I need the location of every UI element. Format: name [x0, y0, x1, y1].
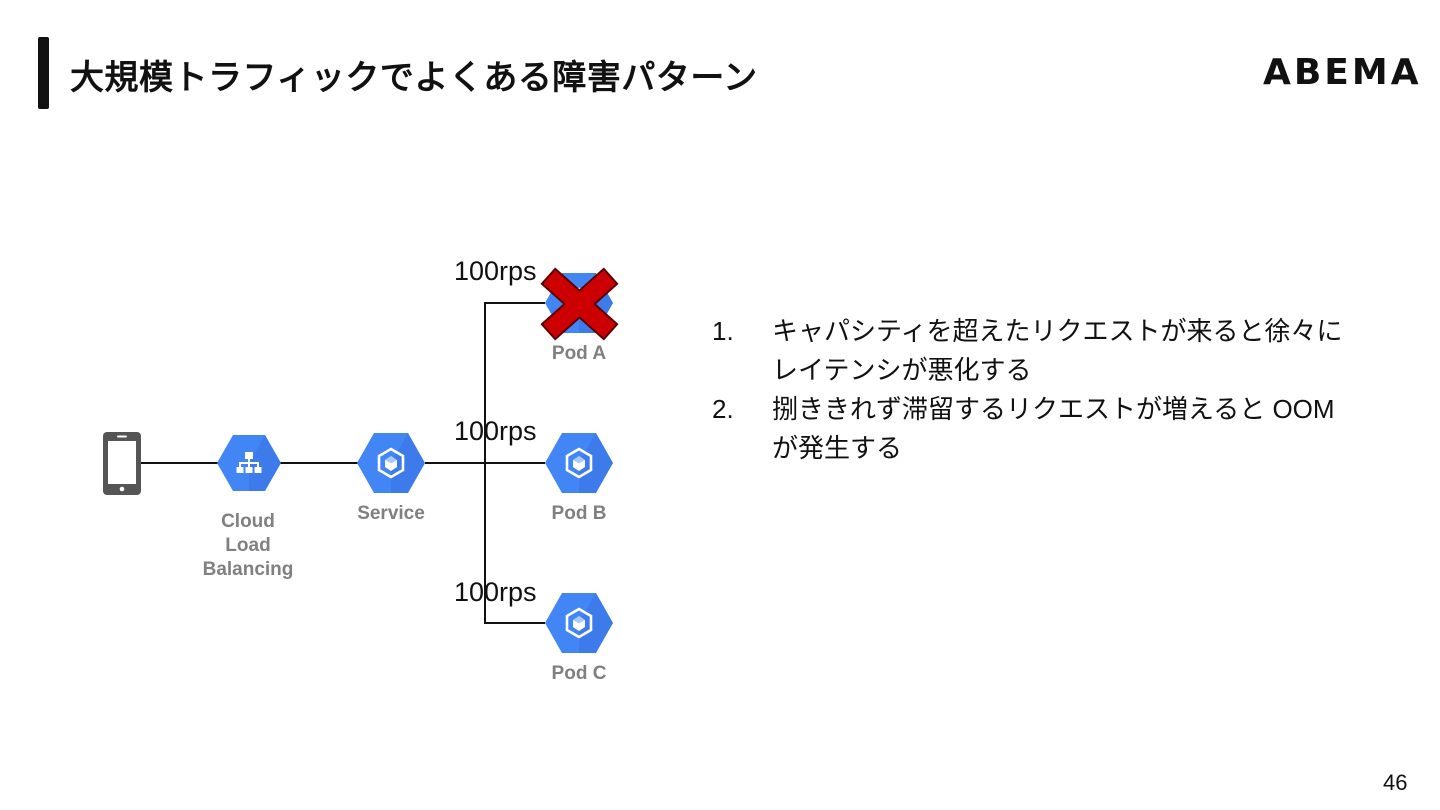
red-x-icon [540, 267, 619, 341]
pod-b-kubernetes-icon [545, 433, 613, 493]
node-label-lb-line-1: Cloud [221, 511, 275, 532]
edge-service-pod-a [484, 302, 545, 463]
failure-pattern-list: 1. キャパシティを超えたリクエストが来ると徐々にレイテンシが悪化する 2. 捌… [712, 312, 1352, 468]
list-item-text: キャパシティを超えたリクエストが来ると徐々にレイテンシが悪化する [772, 316, 1343, 385]
edge-service-pod-c [484, 463, 545, 624]
logo-mark-icon: » [1406, 58, 1411, 67]
service-kubernetes-icon [357, 433, 425, 493]
pod-c-kubernetes-icon [545, 593, 613, 653]
list-item: 2. 捌ききれず滞留するリクエストが増えると OOM が発生する [712, 390, 1352, 468]
title-accent-bar [38, 37, 49, 109]
node-label-pod-c: Pod C [551, 663, 607, 684]
list-item-number: 1. [712, 316, 734, 346]
edge-label-pod-a: 100rps [454, 256, 537, 286]
slide-title: 大規模トラフィックでよくある障害パターン [70, 59, 758, 97]
list-item-number: 2. [712, 394, 734, 424]
cloud-load-balancing-icon [217, 435, 281, 491]
node-label-service: Service [357, 503, 425, 524]
node-label-pod-b: Pod B [551, 503, 607, 524]
list-item: 1. キャパシティを超えたリクエストが来ると徐々にレイテンシが悪化する [712, 312, 1352, 390]
node-label-lb-line-2: Load [225, 535, 271, 556]
node-label-lb-line-3: Balancing [202, 559, 294, 580]
page-number: 46 [1383, 770, 1408, 795]
edge-label-pod-b: 100rps [454, 416, 537, 446]
node-label-pod-a: Pod A [551, 343, 607, 364]
abema-logo: ABEMA [1263, 52, 1422, 93]
list-item-text: 捌ききれず滞留するリクエストが増えると OOM が発生する [772, 394, 1335, 463]
edge-label-pod-c: 100rps [454, 577, 537, 607]
smartphone-icon [103, 432, 141, 495]
